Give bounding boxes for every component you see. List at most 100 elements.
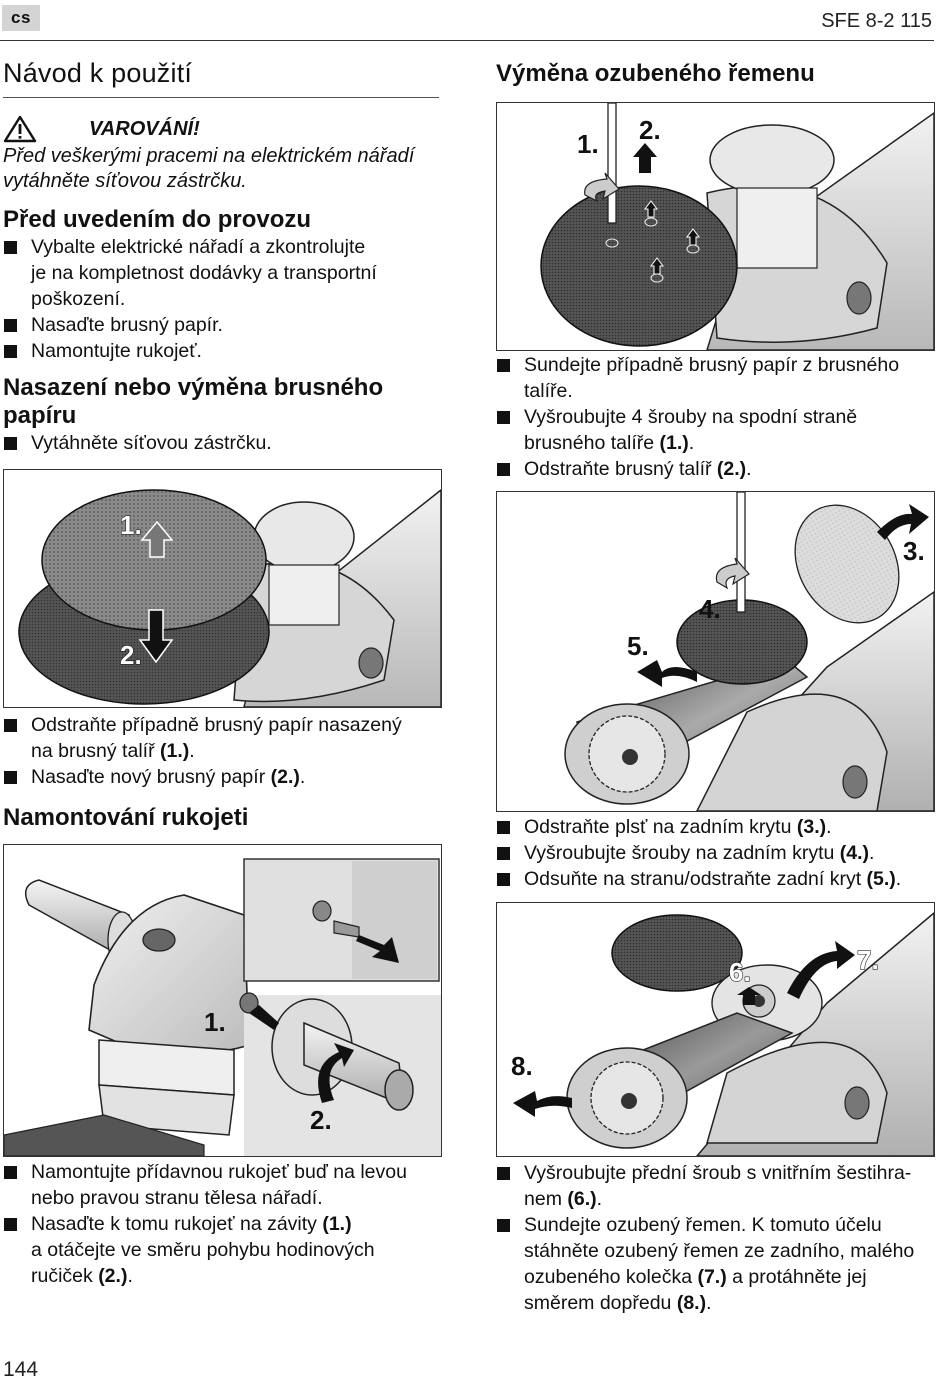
arrow-icon — [249, 1005, 279, 1030]
left-column-middle: Odstraňte případně brusný papír nasazený… — [3, 712, 443, 832]
figure-remove-belt: 6. 7. 8. — [496, 902, 935, 1157]
rotate-arrow-icon — [584, 172, 620, 203]
bullet-square-icon — [4, 345, 17, 358]
arrow-icon — [513, 1091, 572, 1117]
figure-label: 8. — [511, 1051, 533, 1081]
arrow-icon — [877, 504, 929, 540]
figure-label: 2. — [120, 640, 142, 670]
arrow-icon — [787, 941, 855, 999]
bullet-square-icon — [497, 847, 510, 860]
list-item: Nasaďte k tomu rukojeť na závity (1.) a … — [3, 1211, 443, 1289]
page-title: Návod k použití — [3, 58, 193, 88]
mount-handle-list: Namontujte přídavnou rukojeť buď na levo… — [3, 1159, 443, 1289]
section-heading-toothed-belt: Výměna ozubeného řemenu — [496, 60, 815, 87]
right-column-list1: Sundejte případně brusný papír z brusnéh… — [496, 352, 936, 482]
screwdriver — [607, 103, 617, 224]
list-item: Vyšroubujte přední šroub s vnitřním šest… — [496, 1160, 936, 1212]
list-item: Namontujte přídavnou rukojeť buď na levo… — [3, 1159, 443, 1211]
right-column-list3: Vyšroubujte přední šroub s vnitřním šest… — [496, 1160, 936, 1316]
list-item: Nasaďte brusný papír. — [3, 312, 443, 338]
screw-icon — [844, 1086, 870, 1120]
header-divider — [0, 40, 934, 41]
figure-label: 3. — [903, 536, 925, 566]
bullet-square-icon — [497, 873, 510, 886]
bullet-square-icon — [4, 241, 17, 254]
sanding-paper-list-before: Vytáhněte síťovou zástrčku. — [3, 430, 443, 456]
bullet-square-icon — [497, 1167, 510, 1180]
model-name: SFE 8-2 115 — [821, 10, 932, 32]
figure-label: 2. — [310, 1105, 332, 1135]
list-item: Odstraňte brusný talíř (2.). — [496, 456, 936, 482]
warning-label: VAROVÁNÍ! — [89, 117, 200, 140]
list-item: Sundejte ozubený řemen. K tomuto účelu s… — [496, 1212, 936, 1316]
left-column-bottom: Namontujte přídavnou rukojeť buď na levo… — [3, 1159, 443, 1289]
bullet-square-icon — [497, 411, 510, 424]
section-heading-mount-handle: Namontování rukojeti — [3, 804, 249, 831]
warning-text-line2: vytáhněte síťovou zástrčku. — [3, 170, 247, 192]
list-item: Vyšroubujte 4 šrouby na spodní straně br… — [496, 404, 936, 456]
bullet-square-icon — [4, 319, 17, 332]
figure-label: 1. — [204, 1007, 226, 1037]
arrow-up-icon — [140, 520, 174, 558]
screw-icon — [846, 281, 872, 315]
remove-belt-list: Vyšroubujte přední šroub s vnitřním šest… — [496, 1160, 936, 1316]
sanding-paper — [41, 489, 267, 631]
bullet-square-icon — [497, 463, 510, 476]
bullet-square-icon — [497, 1219, 510, 1232]
list-item: Namontujte rukojeť. — [3, 338, 443, 364]
figure-label: 1. — [577, 129, 599, 159]
figure-label: 1. — [120, 510, 142, 540]
warning-block: VAROVÁNÍ! Před veškerými pracemi na elek… — [3, 114, 443, 194]
remove-cover-list: Odstraňte plsť na zadním krytu (3.). Vyš… — [496, 814, 936, 892]
before-use-list: Vybalte elektrické nářadí a zkontrolujte… — [3, 234, 443, 364]
arrow-down-icon — [138, 609, 174, 664]
figure-remove-cover: 3. 4. 5. — [496, 491, 935, 812]
figure-label: 4. — [699, 594, 721, 624]
list-item: Odstraňte případně brusný papír nasazený… — [3, 712, 443, 764]
section-heading-sanding-paper: Nasazení nebo výměna brusného papíru — [3, 374, 384, 429]
sanding-paper-list-after: Odstraňte případně brusný papír nasazený… — [3, 712, 443, 790]
bullet-square-icon — [497, 821, 510, 834]
right-column-heading: Výměna ozubeného řemenu — [496, 60, 936, 88]
warning-text-line1: Před veškerými pracemi na elektrickém ná… — [3, 145, 415, 167]
page-number: 144 — [3, 1358, 39, 1381]
list-item: Odsuňte na stranu/odstraňte zadní kryt (… — [496, 866, 936, 892]
arrow-icon — [356, 935, 399, 963]
title-divider — [3, 97, 439, 98]
rotate-arrow-icon — [715, 557, 750, 590]
sanding-pad — [540, 185, 738, 347]
warning-triangle-icon — [3, 115, 37, 143]
screw-icon — [358, 647, 384, 679]
list-item: Nasaďte nový brusný papír (2.). — [3, 764, 443, 790]
language-tag: cs — [2, 5, 40, 31]
arrow-icon — [637, 660, 697, 687]
figure-label: 2. — [639, 115, 661, 145]
figure-sanding-paper: 1. 2. — [3, 469, 442, 708]
bullet-square-icon — [4, 1218, 17, 1231]
list-item: Vyšroubujte šrouby na zadním krytu (4.). — [496, 840, 936, 866]
figure-label: 5. — [627, 631, 649, 661]
handle-grip — [24, 879, 130, 957]
bullet-square-icon — [4, 1166, 17, 1179]
sanding-pad — [611, 914, 743, 992]
left-column-intro: Návod k použití VAROVÁNÍ! Před veškerými… — [3, 58, 443, 456]
list-item: Odstraňte plsť na zadním krytu (3.). — [496, 814, 936, 840]
bullet-square-icon — [4, 719, 17, 732]
list-item: Sundejte případně brusný papír z brusnéh… — [496, 352, 936, 404]
arrow-up-icon — [633, 143, 657, 173]
figure-remove-pad: 1. 2. — [496, 102, 935, 351]
rotate-arrow-icon — [318, 1043, 354, 1103]
felt-pad — [794, 504, 900, 624]
list-item: Vybalte elektrické nářadí a zkontrolujte… — [3, 234, 443, 312]
right-column-list2: Odstraňte plsť na zadním krytu (3.). Vyš… — [496, 814, 936, 892]
screw-icon — [842, 765, 868, 799]
list-item: Vytáhněte síťovou zástrčku. — [3, 430, 443, 456]
backing-felt — [253, 501, 355, 573]
section-heading-before-use: Před uvedením do provozu — [3, 206, 312, 233]
bullet-square-icon — [497, 359, 510, 372]
bullet-square-icon — [4, 771, 17, 784]
figure-label: 6. — [729, 957, 751, 987]
bullet-square-icon — [4, 437, 17, 450]
figure-mount-handle: 1. 2. — [3, 844, 442, 1157]
figure-label: 7. — [857, 945, 879, 975]
